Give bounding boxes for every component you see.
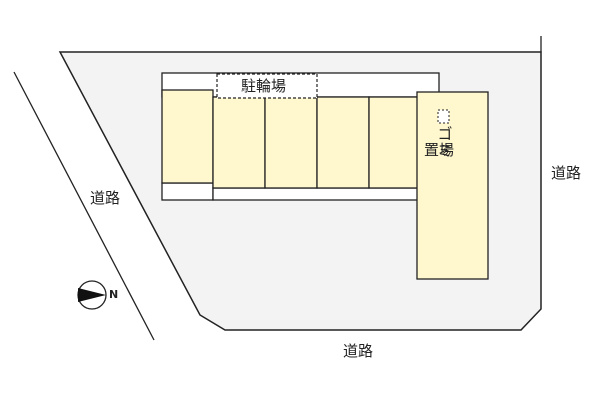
road-edge-line	[13, 71, 155, 341]
unit-3	[264, 96, 318, 189]
garbage-box	[437, 109, 450, 124]
road-label-left: 道路	[90, 189, 121, 207]
garbage-label-col1: ゴミ	[437, 125, 453, 160]
road-label-right: 道路	[551, 164, 582, 182]
garbage-label-col2: 置場	[424, 141, 455, 159]
north-arrow-icon	[77, 280, 107, 310]
corridor-bottom	[212, 187, 420, 201]
unit-5	[368, 96, 420, 189]
corridor-bottom-left	[161, 182, 214, 201]
unit-4	[316, 96, 370, 189]
north-label: N	[109, 288, 119, 301]
unit-2	[212, 96, 266, 189]
building-right-wing	[416, 91, 489, 280]
unit-1	[161, 89, 214, 184]
road-label-bottom: 道路	[343, 342, 374, 360]
bicycle-parking-area	[216, 73, 318, 99]
bicycle-parking-label: 駐輪場	[241, 77, 287, 95]
